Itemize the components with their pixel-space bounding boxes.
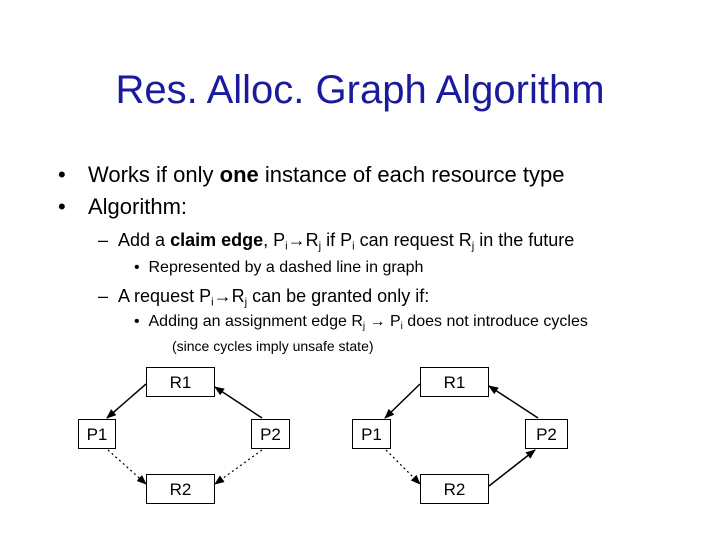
subscript: i [285, 240, 288, 253]
bullet-text: Algorithm: [88, 194, 188, 219]
subscript: i [400, 320, 403, 332]
node-p2: P2 [251, 419, 290, 449]
bullet-marker: • [134, 259, 140, 276]
slide-title: Res. Alloc. Graph Algorithm [115, 68, 605, 112]
subscript: j [244, 296, 248, 309]
text: if [321, 230, 341, 250]
bullet-marker: • [58, 162, 66, 187]
text: does not introduce cycles [402, 313, 588, 330]
sub-bullet-request: – A request Pi→Rj can be granted only if… [98, 286, 430, 309]
text: in the future [474, 230, 575, 250]
detail-assignment-edge: • Adding an assignment edge Rj → Pi does… [134, 313, 588, 331]
node-r2: R2 [420, 474, 489, 504]
node-r2: R2 [146, 474, 215, 504]
bullet-text: Works if only one instance of each resou… [88, 162, 564, 188]
sub-bullet-claim-edge: – Add a claim edge, Pi→Rj if Pi can requ… [98, 230, 575, 253]
edge-r1-to-p1 [384, 383, 421, 419]
bullet-text-post: instance of each resource type [258, 162, 565, 187]
note-unsafe-state: (since cycles imply unsafe state) [172, 338, 374, 354]
node-p1: P1 [78, 419, 116, 449]
subscript: j [471, 240, 475, 253]
edge-p2-to-r1 [488, 385, 539, 419]
claim-edge-p1-to-r2 [385, 449, 421, 485]
node-r1: R1 [146, 367, 215, 397]
text: R [305, 230, 319, 250]
text: R [351, 313, 363, 330]
edge-r1-to-p1 [106, 383, 147, 419]
edge-r2-to-p2 [488, 449, 536, 487]
text: Add a [118, 230, 171, 250]
bullet-text-pre: Works if only [88, 162, 220, 187]
text: P [273, 230, 286, 250]
arrow-symbol: → [213, 286, 232, 306]
arrow-symbol: → [369, 313, 386, 330]
claim-edge-p2-to-r2 [214, 449, 263, 485]
detail-dashed-line: • Represented by a dashed line in graph [134, 259, 423, 277]
text: R [458, 230, 472, 250]
text: Adding an assignment edge [148, 313, 352, 330]
subscript: i [211, 296, 214, 309]
text: Represented by a dashed line in graph [148, 259, 424, 276]
subscript: j [362, 320, 366, 332]
subscript: i [352, 240, 355, 253]
claim-edge-p1-to-r2 [107, 449, 147, 485]
bullet-marker: • [134, 313, 140, 330]
bullet-text-bold: one [219, 162, 259, 187]
text: can be granted only if: [247, 286, 430, 306]
text: can request [354, 230, 459, 250]
bold-text: claim edge [170, 230, 264, 250]
node-p2: P2 [525, 419, 568, 449]
text: R [231, 286, 245, 306]
node-r1: R1 [420, 367, 489, 397]
edge-p2-to-r1 [214, 386, 263, 419]
subscript: j [318, 240, 322, 253]
bullet-marker: • [58, 194, 66, 219]
node-p1: P1 [352, 419, 391, 449]
text: P [199, 286, 212, 306]
text: A request [118, 286, 200, 306]
text: P [340, 230, 353, 250]
dash-marker: – [98, 230, 109, 250]
dash-marker: – [98, 286, 109, 306]
text: , [263, 230, 274, 250]
arrow-symbol: → [287, 230, 306, 250]
text: P [389, 313, 401, 330]
